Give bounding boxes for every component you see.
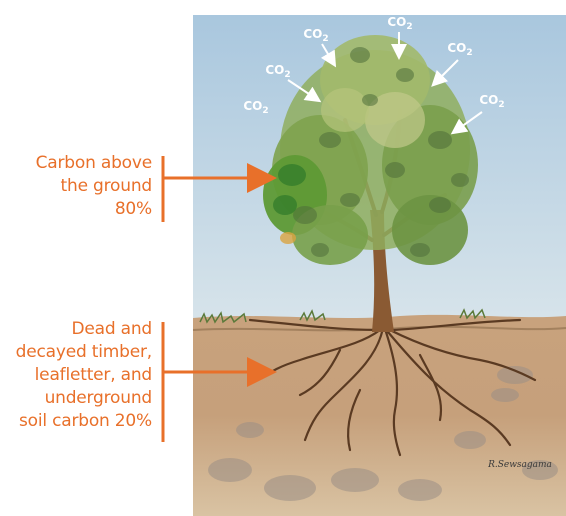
label-line: underground <box>16 387 152 410</box>
label-line: the ground <box>36 175 152 198</box>
painting <box>193 15 566 516</box>
label-line: decayed timber, <box>16 341 152 364</box>
above-ground-carbon-label: Carbon above the ground 80% <box>36 152 152 221</box>
label-line: 80% <box>36 198 152 221</box>
label-line: Dead and <box>16 318 152 341</box>
artist-signature: R.Sewsagama <box>487 460 552 470</box>
label-line: leafletter, and <box>16 364 152 387</box>
label-line: Carbon above <box>36 152 152 175</box>
label-line: soil carbon 20% <box>16 410 152 433</box>
below-ground-carbon-label: Dead and decayed timber, leafletter, and… <box>16 318 152 433</box>
